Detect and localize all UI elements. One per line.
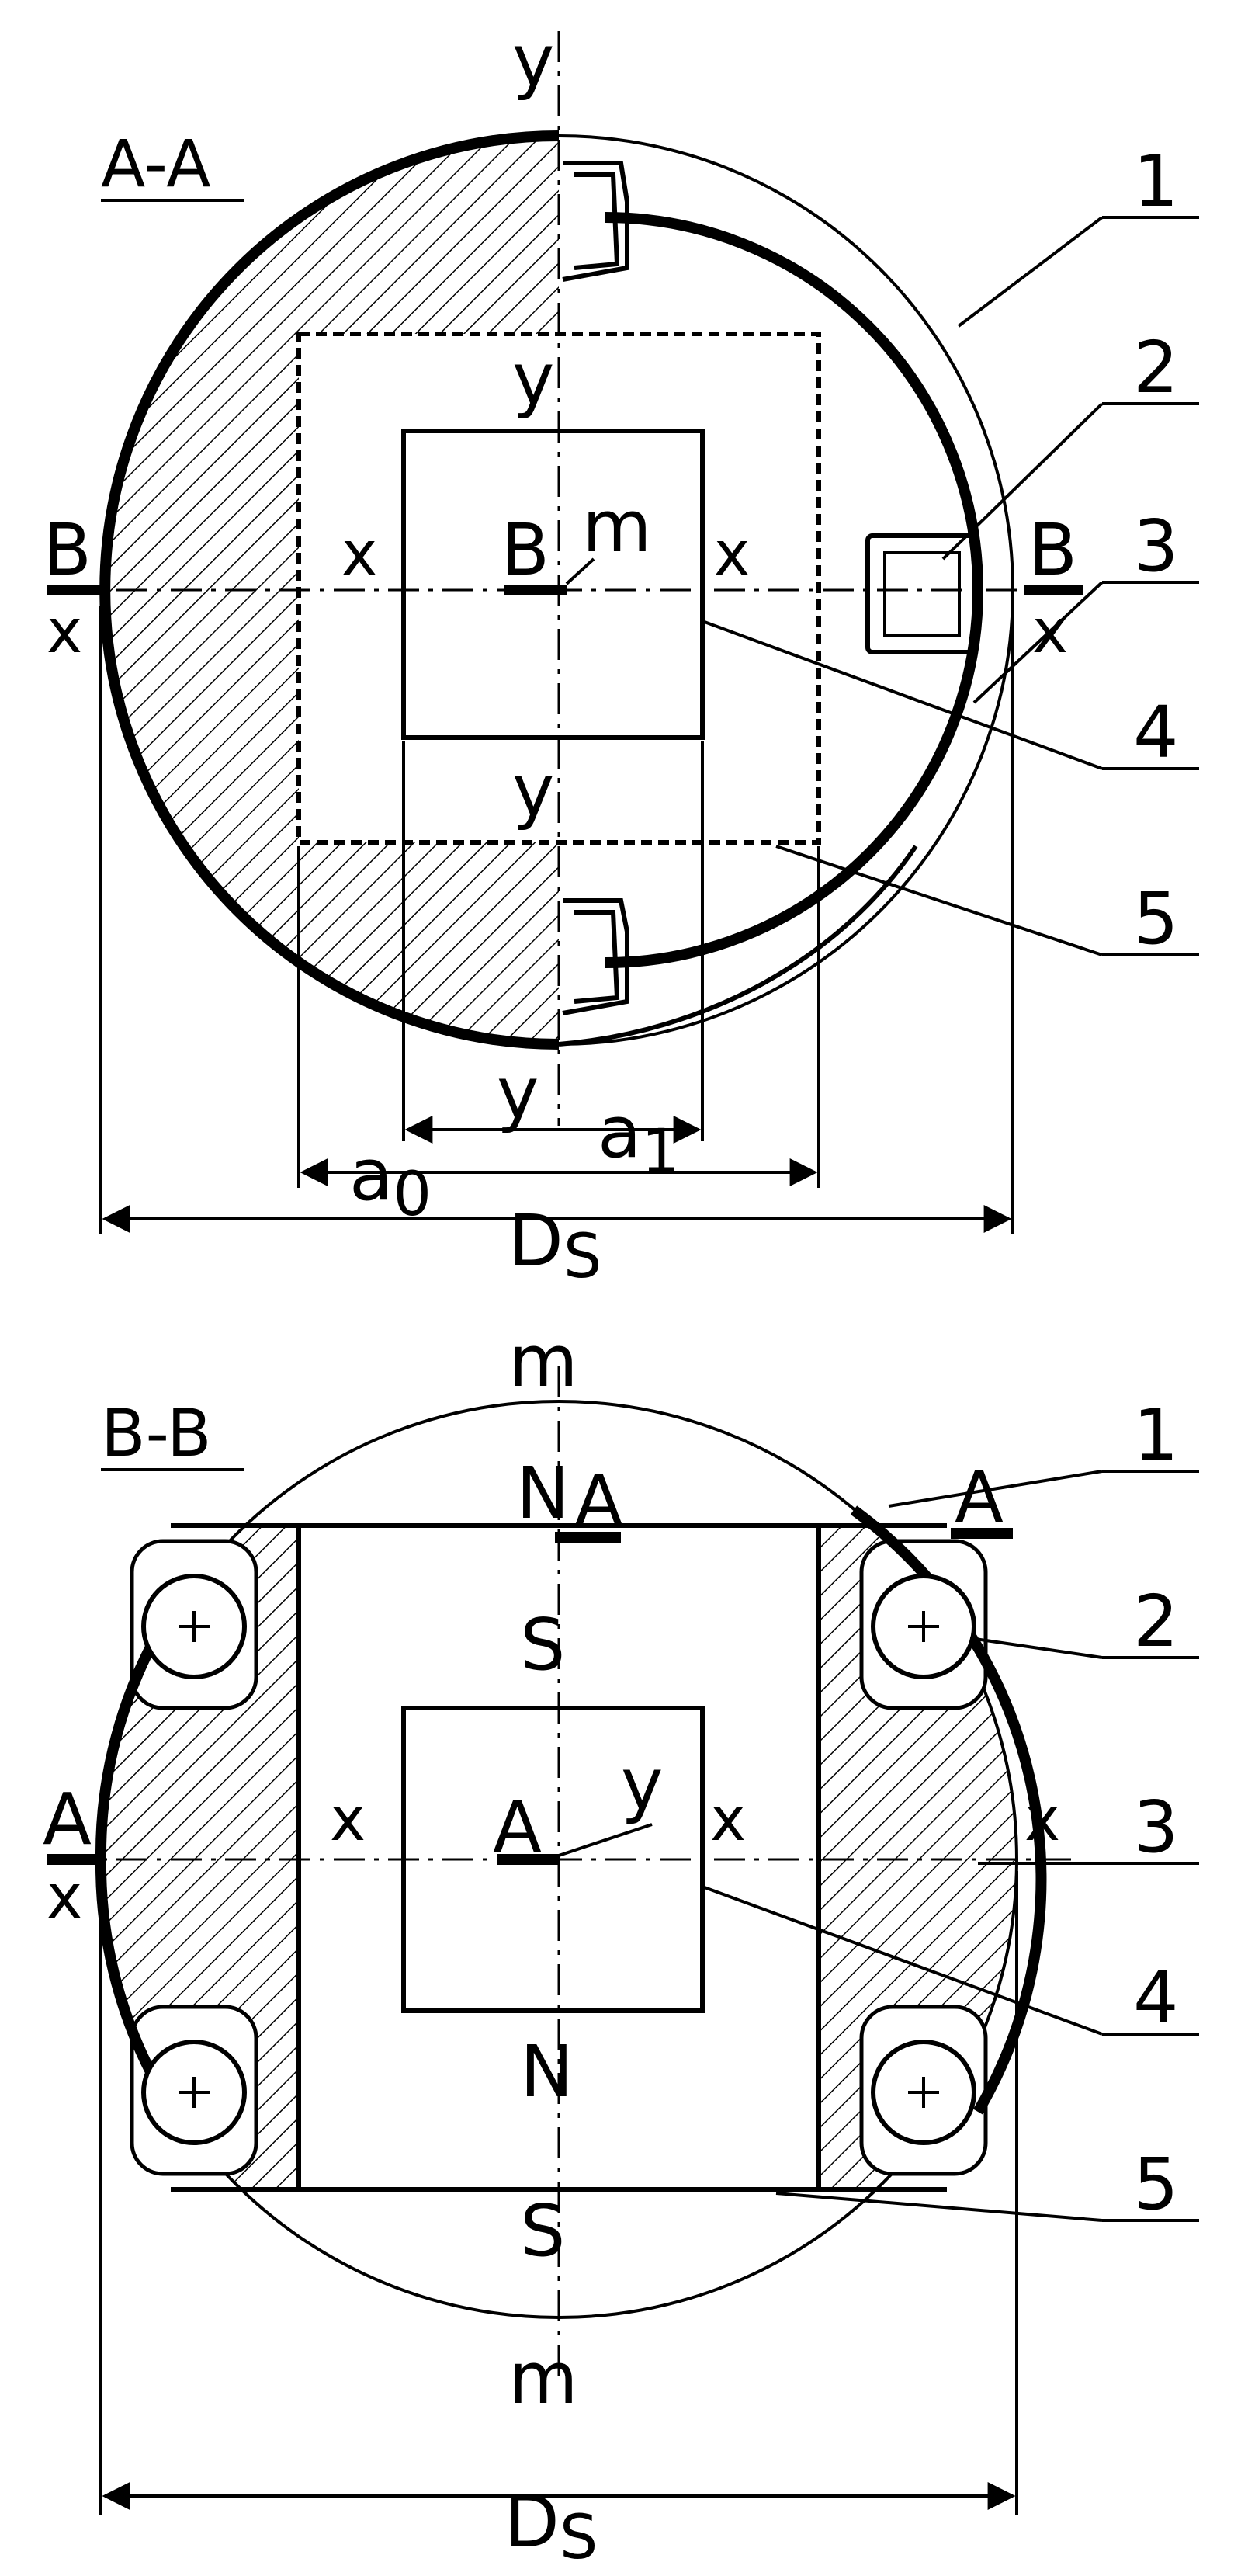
label-x-edge-left: x: [47, 597, 82, 667]
label-x-left: x: [341, 519, 377, 589]
roller-bottom-left: [141, 2040, 247, 2145]
label-y-inner-bottom: y: [512, 749, 554, 832]
callout-b-5: 5: [1133, 2143, 1179, 2226]
callout-a-5: 5: [1133, 877, 1179, 960]
cut-label-top-right-a: A: [955, 1456, 1004, 1539]
center-label-b: B: [501, 509, 549, 592]
callout-b-2: 2: [1133, 1580, 1179, 1663]
label-y-inner-top: y: [512, 338, 554, 421]
label-y-bottom: y: [497, 1052, 539, 1135]
section-title-a: A-A: [101, 126, 211, 202]
label-x-right: x: [714, 519, 750, 589]
roller-bottom-right: [871, 2040, 976, 2145]
center-point-y: y: [621, 1743, 663, 1826]
cut-label-left-b: B: [43, 509, 92, 592]
pole-s-top: S: [520, 1603, 565, 1686]
top-clip: [562, 161, 629, 282]
center-label-a: A: [493, 1786, 542, 1869]
label-m-bottom: m: [508, 2337, 578, 2420]
cut-label-right-b: B: [1028, 509, 1077, 592]
callout-a-3: 3: [1133, 505, 1179, 588]
hatched-region-a: [105, 136, 559, 1044]
callout-b-3: 3: [1133, 1786, 1179, 1869]
section-a-a: A-A y y y y x x x x B B B m a0 a1 DS 1 2…: [43, 19, 1199, 1292]
callout-a-1: 1: [1133, 140, 1179, 223]
pole-n-bottom: N: [520, 2030, 574, 2113]
label-x-edge-left-b: x: [47, 1863, 82, 1932]
roller-top-right: [871, 1574, 976, 1679]
dim-ds-label-b: DS: [504, 2481, 598, 2573]
label-x-right-b: x: [710, 1785, 746, 1855]
pole-s-bottom: S: [520, 2189, 565, 2272]
label-y-top: y: [512, 19, 554, 102]
section-title-b: B-B: [101, 1395, 212, 1471]
callout-b-1: 1: [1133, 1394, 1179, 1477]
roller-top-left: [141, 1574, 247, 1679]
callout-a-2: 2: [1133, 326, 1179, 409]
center-point-m: m: [582, 485, 652, 568]
label-x-edge-right: x: [1032, 597, 1068, 667]
section-b-b: B-B m m N S N S A A A A y x x x x DS 1 2…: [43, 1320, 1199, 2573]
callout-b-4: 4: [1133, 1956, 1179, 2040]
label-x-edge-right-b: x: [1024, 1785, 1060, 1855]
callout-a-4: 4: [1133, 691, 1179, 774]
inner-square-a1: [401, 429, 705, 740]
cut-label-left-a: A: [43, 1778, 92, 1861]
pole-n-top: N: [516, 1452, 570, 1535]
element-2-a: [865, 533, 979, 654]
dim-a0-label: a0: [349, 1134, 432, 1230]
frame-rect-a0: [296, 332, 821, 845]
label-x-left-b: x: [330, 1785, 366, 1855]
label-m-top: m: [508, 1320, 578, 1403]
cut-label-top-a: A: [574, 1460, 623, 1543]
dim-ds-label-a: DS: [508, 1199, 601, 1292]
bottom-clip: [562, 898, 629, 1015]
dim-a1-label: a1: [598, 1091, 680, 1187]
